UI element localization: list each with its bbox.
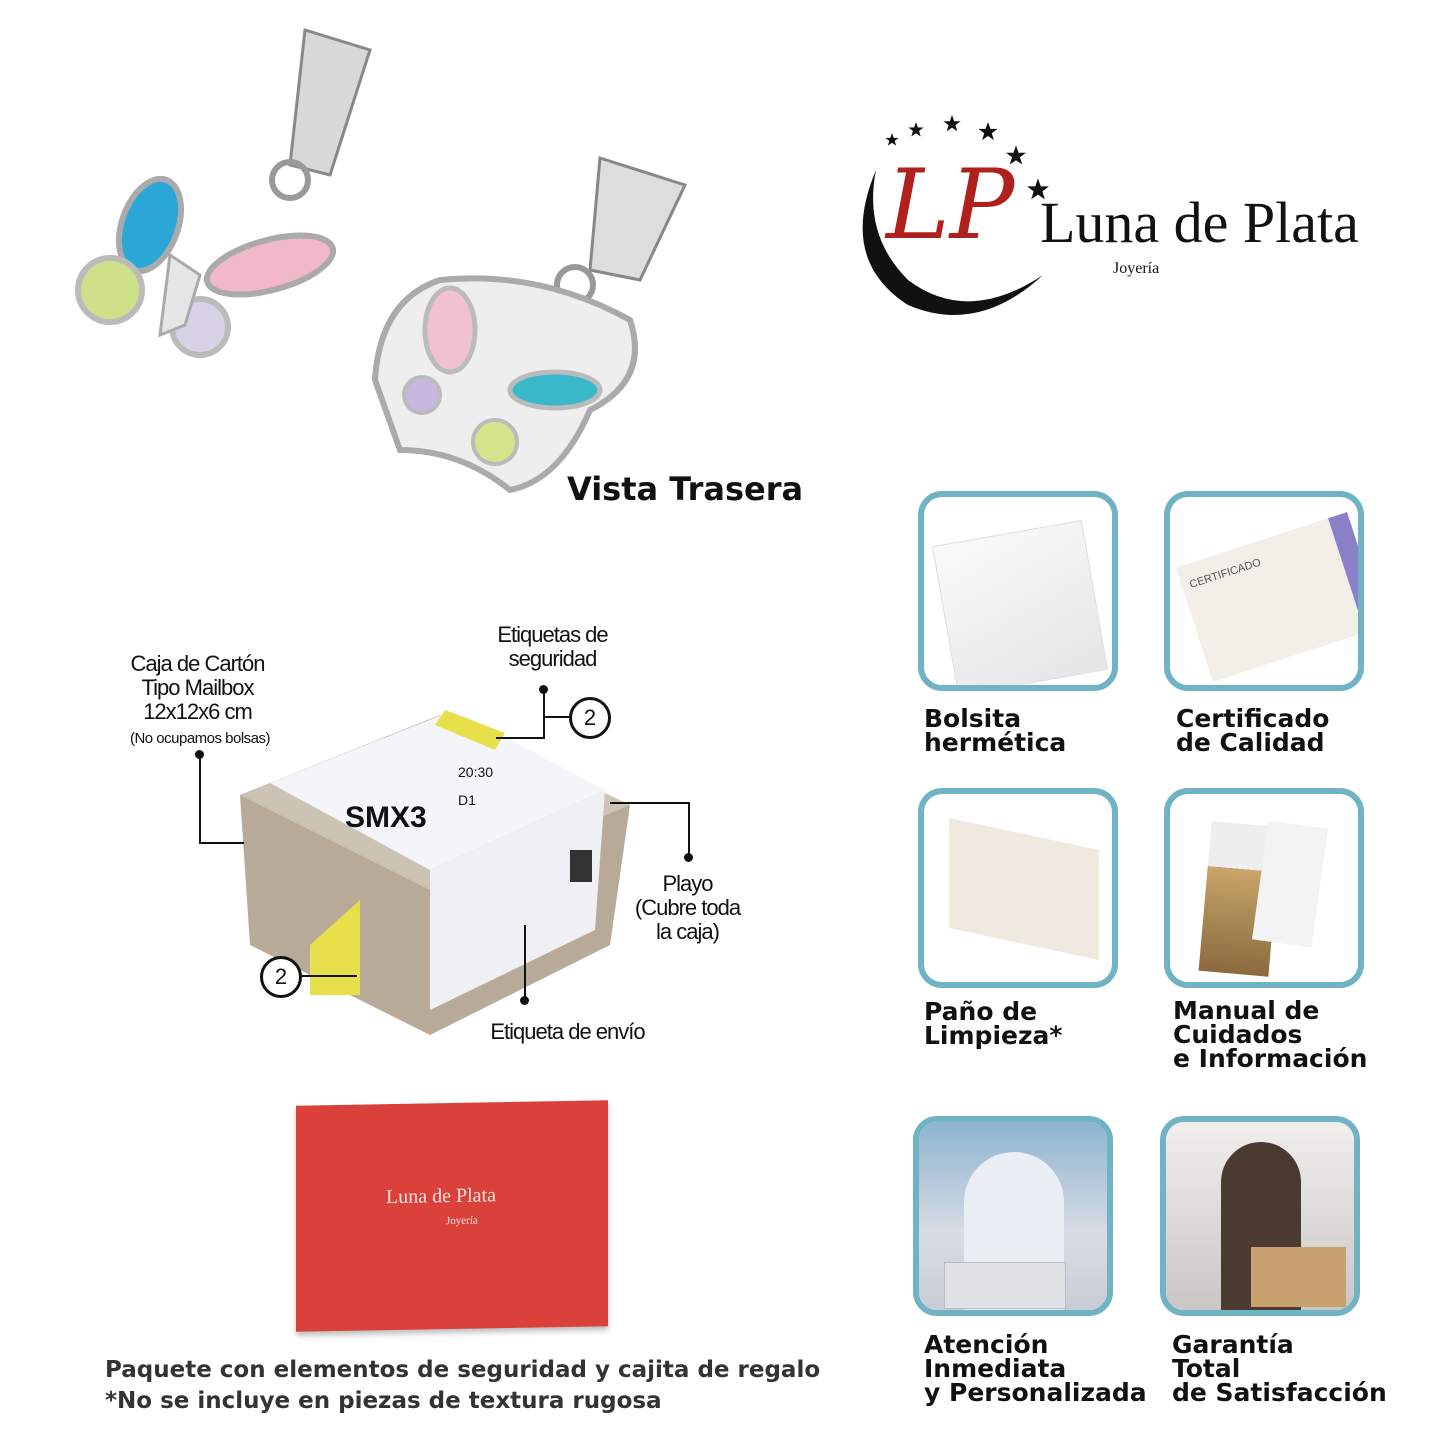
feature-card-bag [918,491,1118,691]
certificate-title: CERTIFICADO [1188,556,1263,591]
footer-line-2: *No se incluye en piezas de textura rugo… [105,1388,662,1414]
feature-label-guarantee: Garantía Total de Satisfacción [1172,1330,1387,1407]
label-code: SMX3 [345,801,427,834]
logo-brand-name: Luna de Plata [1040,190,1359,255]
callout-line [610,802,690,804]
feature-card-certificate: CERTIFICADO [1164,491,1364,691]
feature-label-support: Atención Inmediata y Personalizada [924,1330,1147,1407]
feature-card-manual [1164,788,1364,988]
back-view-label: Vista Trasera [567,470,804,508]
laptop [944,1262,1066,1309]
security-count-badge-top: 2 [569,697,611,739]
callout-line [199,754,201,843]
pendant-front-image [75,28,372,358]
callout-dot [520,996,529,1005]
footer-line-1: Paquete con elementos de seguridad y caj… [105,1357,821,1383]
logo-subtitle: Joyería [1113,260,1160,277]
callout-line [199,842,244,844]
feature-card-support [913,1116,1113,1316]
security-count-badge-bottom: 2 [260,956,302,998]
label-time: 20:30 [458,764,493,780]
box-type-label: Caja de Cartón Tipo Mailbox 12x12x6 cm [130,651,266,724]
security-labels-label: Etiquetas de seguridad [497,622,608,671]
feature-label-bag: Bolsita hermética [924,704,1067,757]
brand-logo: LP Luna de Plata Joyería [848,110,1378,320]
gift-box-subtitle: Joyería [446,1214,478,1228]
logo-initials: LP [886,149,1015,261]
shipping-label-label: Etiqueta de envío [490,1019,645,1044]
pendant-back-image [371,156,688,494]
cleaning-cloth-image [949,818,1099,960]
wrap-label: Playo (Cubre toda la caja) [634,871,741,944]
callout-dot [539,685,548,694]
callout-dot [684,853,693,862]
certificate-image: CERTIFICADO [1175,512,1358,682]
label-route: D1 [458,792,476,808]
feature-label-manual: Manual de Cuidados e Información [1173,996,1368,1073]
feature-card-guarantee [1160,1116,1360,1316]
cardboard-box [1251,1247,1346,1307]
callout-line [543,690,545,738]
feature-label-cloth: Paño de Limpieza* [924,997,1063,1050]
zip-bag-image [931,519,1109,685]
gift-box-image: Luna de Plata Joyería [296,1100,608,1332]
callout-line [543,716,571,718]
callout-line [496,737,545,739]
callout-line [688,802,690,857]
feature-card-cloth [918,788,1118,988]
feature-label-certificate: Certificado de Calidad [1176,704,1330,757]
shipping-box-image: SMX3 20:30 D1 [240,710,630,1035]
callout-line [302,975,357,977]
box-note: (No ocupamos bolsas) [129,730,271,747]
gift-box-logo: Luna de Plata [386,1184,496,1209]
callout-line [524,925,526,1000]
